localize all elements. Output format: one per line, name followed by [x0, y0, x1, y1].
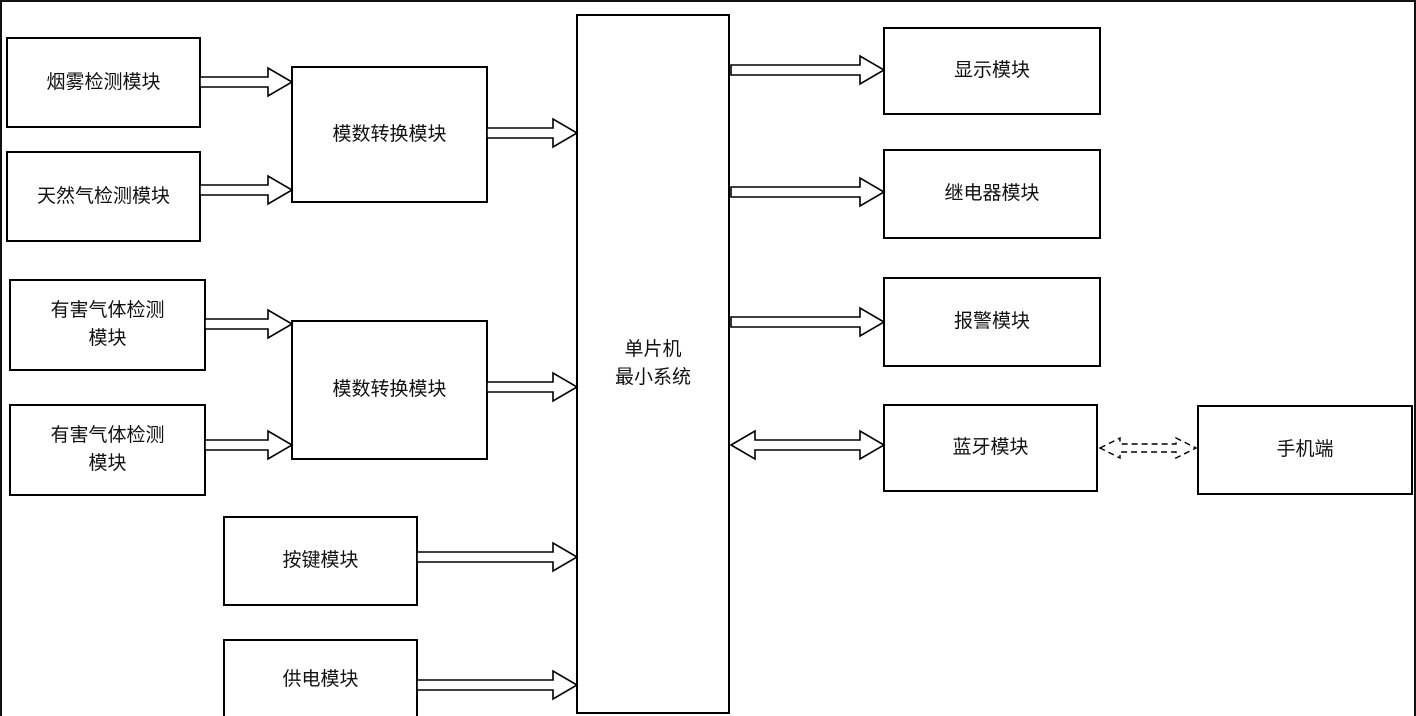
- node-label: 报警模块: [953, 311, 1030, 333]
- node-label: 有害气体检测 模块: [50, 425, 165, 474]
- node-phone-terminal: 手机端: [1197, 405, 1413, 495]
- node-label: 模数转换模块: [332, 123, 447, 145]
- node-mcu-minimal-system: 单片机 最小系统: [576, 14, 730, 714]
- node-label: 继电器模块: [944, 183, 1040, 205]
- node-power-module: 供电模块: [223, 639, 418, 716]
- arrow-mcu-to-alarm: [730, 306, 886, 338]
- node-key-module: 按键模块: [223, 516, 418, 606]
- arrow-mcu-to-relay: [730, 176, 886, 208]
- arrow-smoke-to-adc1: [199, 66, 294, 98]
- node-smoke-detection: 烟雾检测模块: [6, 37, 201, 128]
- node-adc-module-1: 模数转换模块: [291, 66, 488, 203]
- arrow-keys-to-mcu: [416, 541, 579, 573]
- arrow-mcu-to-display: [730, 54, 886, 86]
- node-label: 单片机 最小系统: [614, 339, 691, 388]
- node-label: 按键模块: [282, 550, 359, 572]
- node-label: 有害气体检测 模块: [50, 300, 165, 349]
- arrow-adc1-to-mcu: [486, 117, 579, 149]
- node-alarm-module: 报警模块: [883, 277, 1101, 367]
- arrow-power-to-mcu: [416, 669, 579, 701]
- node-natural-gas-detection: 天然气检测模块: [6, 151, 201, 242]
- node-label: 天然气检测模块: [36, 185, 170, 207]
- node-label: 供电模块: [282, 669, 359, 691]
- arrow-natural-gas-to-adc1: [199, 174, 294, 206]
- node-harmful-gas-detection-1: 有害气体检测 模块: [9, 279, 206, 371]
- node-bluetooth-module: 蓝牙模块: [883, 404, 1098, 492]
- node-display-module: 显示模块: [883, 27, 1101, 115]
- node-label: 烟雾检测模块: [46, 71, 161, 93]
- node-label: 手机端: [1276, 439, 1334, 461]
- node-label: 模数转换模块: [332, 379, 447, 401]
- arrow-adc2-to-mcu: [486, 371, 579, 403]
- arrow-mcu-bluetooth-bidirectional: [729, 429, 886, 461]
- node-label: 显示模块: [953, 60, 1030, 82]
- node-adc-module-2: 模数转换模块: [291, 320, 488, 460]
- arrow-harmful-gas2-to-adc2: [204, 429, 294, 461]
- node-relay-module: 继电器模块: [883, 149, 1101, 239]
- arrow-bluetooth-phone-dashed-bidirectional: [1098, 436, 1198, 460]
- arrow-harmful-gas1-to-adc2: [204, 308, 294, 340]
- node-harmful-gas-detection-2: 有害气体检测 模块: [9, 404, 206, 496]
- node-label: 蓝牙模块: [952, 437, 1029, 459]
